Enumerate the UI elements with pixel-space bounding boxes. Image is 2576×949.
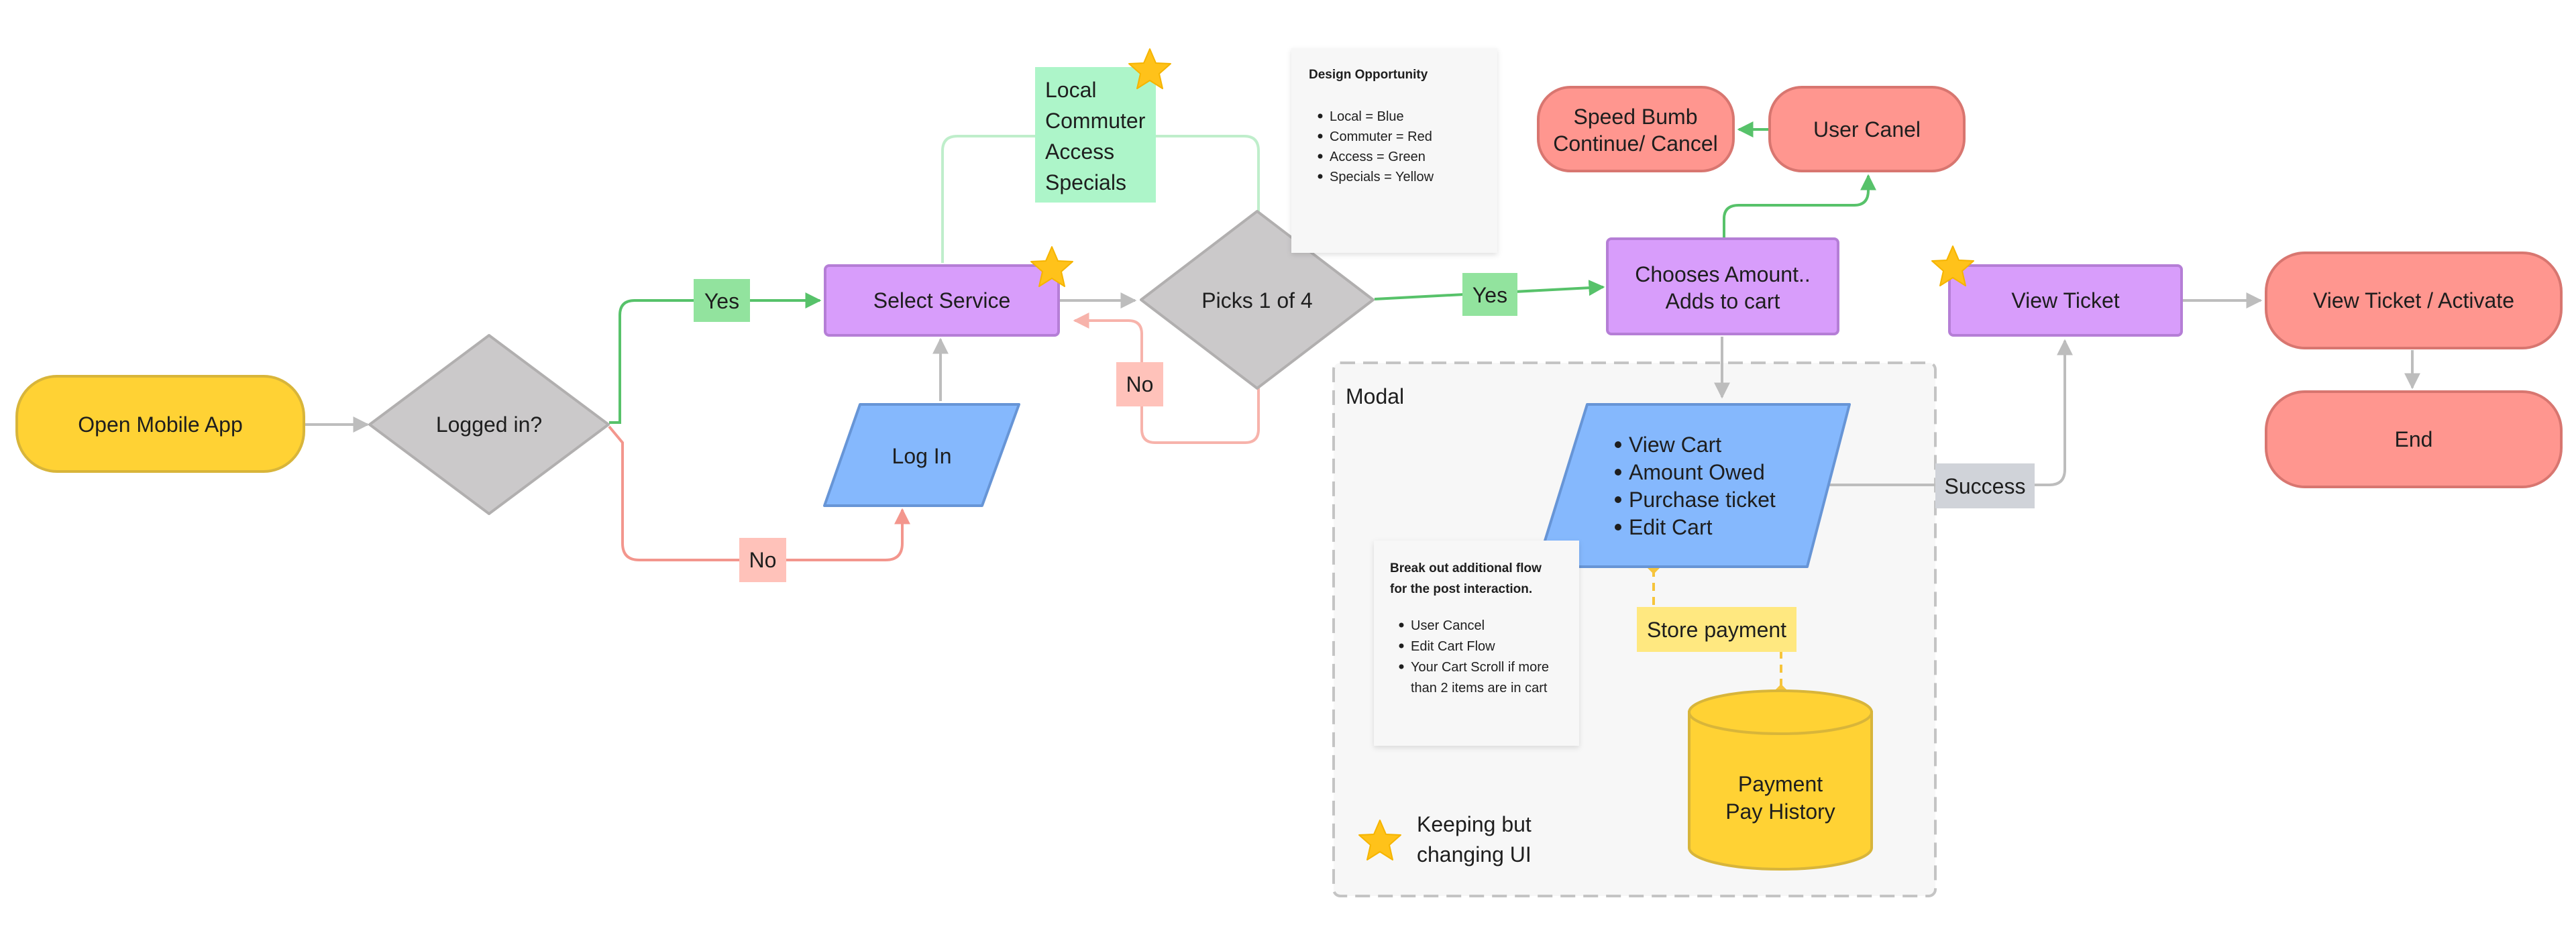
- cart-item: Amount Owed: [1629, 460, 1765, 484]
- node-logged-in-label: Logged in?: [436, 412, 542, 437]
- node-speed-bump-line: Continue/ Cancel: [1553, 131, 1717, 156]
- edge-logged-yes: [609, 292, 822, 424]
- cart-item: Purchase ticket: [1629, 488, 1776, 512]
- bullet: [1615, 441, 1621, 448]
- node-end: [2265, 390, 2563, 488]
- star-icon: [1030, 246, 1073, 287]
- service-item: Commuter: [1045, 109, 1146, 133]
- edge-label-no: No: [1126, 372, 1154, 396]
- edge-label-box: [739, 538, 786, 582]
- node-speed-bump-line: Speed Bumb: [1573, 105, 1697, 129]
- bullet: [1399, 664, 1404, 669]
- node-open-app: [15, 375, 305, 473]
- modal-label: Modal: [1346, 384, 1404, 408]
- edge-label-box: [1462, 273, 1517, 316]
- legend-text: changing UI: [1417, 842, 1532, 867]
- bullet: [1399, 643, 1404, 649]
- bullet: [1615, 469, 1621, 476]
- edge-label-no: No: [749, 548, 777, 572]
- node-chooses-amount-line: Chooses Amount..: [1635, 262, 1810, 286]
- bullet: [1318, 174, 1323, 179]
- node-user-cancel: [1768, 86, 1966, 172]
- legend-text: Keeping but: [1417, 812, 1532, 836]
- node-open-app-label: Open Mobile App: [78, 412, 243, 437]
- node-user-cancel-label: User Canel: [1813, 117, 1921, 142]
- node-payment: [1688, 711, 1873, 871]
- node-log-in: [823, 403, 1020, 507]
- breakout-note-item: than 2 items are in cart: [1411, 681, 1548, 695]
- legend-star-icon: [1358, 820, 1401, 860]
- cart-item: Edit Cart: [1629, 515, 1713, 539]
- cart-item: View Cart: [1629, 433, 1721, 457]
- breakout-note-title: for the post interaction.: [1390, 582, 1532, 596]
- design-note: [1291, 48, 1497, 253]
- services-sticky: [1035, 67, 1156, 203]
- node-payment-line: Payment: [1738, 772, 1823, 796]
- service-item: Local: [1045, 78, 1097, 102]
- edge-label-box: [1116, 362, 1163, 406]
- node-view-ticket-label: View Ticket: [2011, 288, 2119, 313]
- bullet: [1399, 622, 1404, 628]
- node-end-label: End: [2395, 427, 2433, 451]
- edge-cart-success: [1819, 339, 2073, 486]
- edge-label-yes: Yes: [704, 289, 739, 313]
- bullet: [1318, 133, 1323, 139]
- node-payment-line: Pay History: [1725, 799, 1835, 824]
- node-select-service: [824, 264, 1060, 337]
- node-picks: [1140, 210, 1375, 390]
- breakout-note-item: Edit Cart Flow: [1411, 639, 1495, 654]
- node-view-activate: [2265, 252, 2563, 349]
- design-note-item: Local = Blue: [1330, 109, 1404, 124]
- bullet: [1318, 154, 1323, 159]
- design-note-item: Specials = Yellow: [1330, 170, 1434, 184]
- design-note-item: Commuter = Red: [1330, 129, 1432, 144]
- bullet: [1615, 496, 1621, 503]
- store-payment-label: Store payment: [1647, 618, 1786, 642]
- bullet: [1318, 113, 1323, 119]
- breakout-note: [1374, 541, 1579, 746]
- edge-label-yes: Yes: [1472, 283, 1507, 307]
- edge-picks-no: [1073, 313, 1260, 444]
- node-view-ticket: [1948, 264, 2183, 337]
- breakout-note-item: User Cancel: [1411, 618, 1485, 633]
- design-note-item: Access = Green: [1330, 150, 1426, 164]
- edge-label-success: Success: [1945, 474, 2026, 498]
- node-picks-label: Picks 1 of 4: [1201, 288, 1312, 313]
- node-payment-top: [1688, 689, 1873, 735]
- edge-logged-no: [608, 425, 910, 561]
- node-chooses-amount: [1606, 237, 1839, 335]
- service-item: Specials: [1045, 170, 1126, 194]
- store-payment-label-box: [1637, 607, 1796, 652]
- breakout-note-item: Your Cart Scroll if more: [1411, 660, 1549, 675]
- edge-chooses-to-cancel: [1723, 174, 1876, 237]
- node-logged-in: [368, 334, 610, 515]
- edge-label-box: [1935, 463, 2035, 508]
- service-item: Access: [1045, 139, 1114, 164]
- breakout-note-title: Break out additional flow: [1390, 561, 1542, 575]
- node-select-service-label: Select Service: [873, 288, 1011, 313]
- edge-label-box: [694, 279, 750, 322]
- design-note-title: Design Opportunity: [1309, 68, 1428, 82]
- node-chooses-amount-line: Adds to cart: [1666, 289, 1780, 313]
- star-icon: [1128, 48, 1171, 89]
- node-cart: [1536, 403, 1851, 568]
- bullet: [1615, 524, 1621, 531]
- node-speed-bump: [1537, 86, 1735, 172]
- star-icon: [1931, 245, 1974, 286]
- node-view-activate-label: View Ticket / Activate: [2313, 288, 2514, 313]
- node-log-in-label: Log In: [892, 444, 952, 468]
